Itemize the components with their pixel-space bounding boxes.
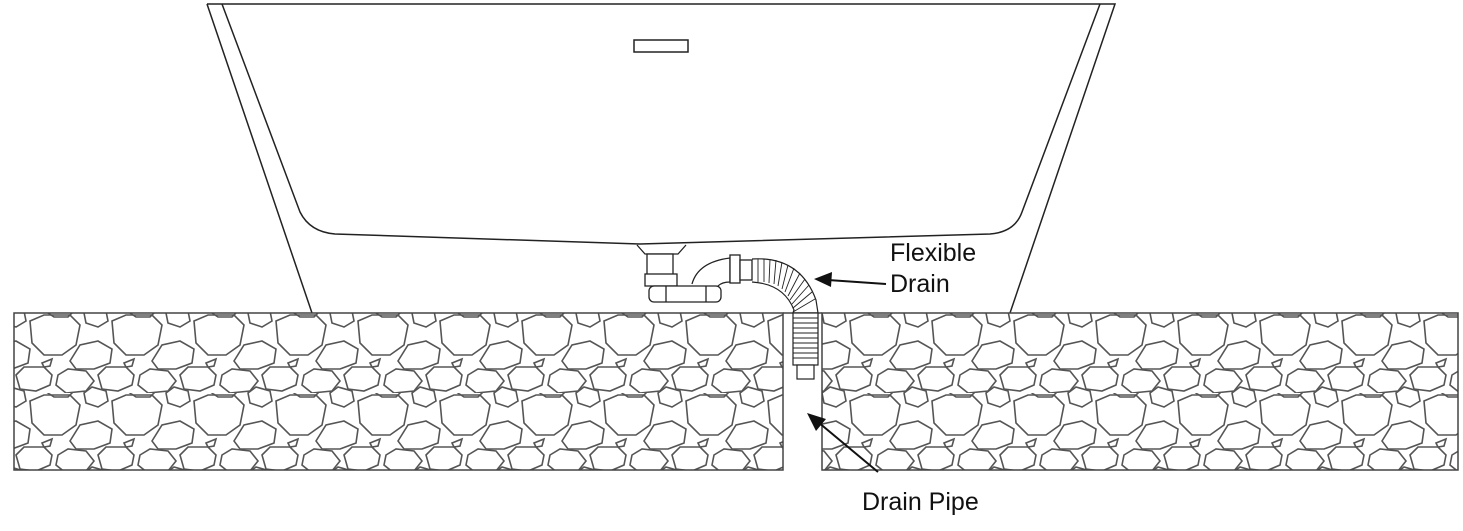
flexible-drain-arrow <box>814 272 887 287</box>
drain-pipe-arrow <box>807 413 879 473</box>
drain-pipe <box>792 312 819 380</box>
floor-block-left <box>13 312 784 471</box>
drain-pipe-label: Drain Pipe <box>862 488 979 516</box>
flexible-drain-label: Flexible Drain <box>890 238 976 301</box>
flexible-drain-label-line1: Flexible <box>890 239 977 267</box>
bathtub <box>206 3 1117 314</box>
floor-block-right <box>821 312 1459 471</box>
flexible-drain-hose <box>751 258 819 314</box>
overflow-outlet <box>633 39 689 53</box>
waste-trap <box>636 244 753 303</box>
flexible-drain-label-line2: Drain <box>890 270 950 299</box>
